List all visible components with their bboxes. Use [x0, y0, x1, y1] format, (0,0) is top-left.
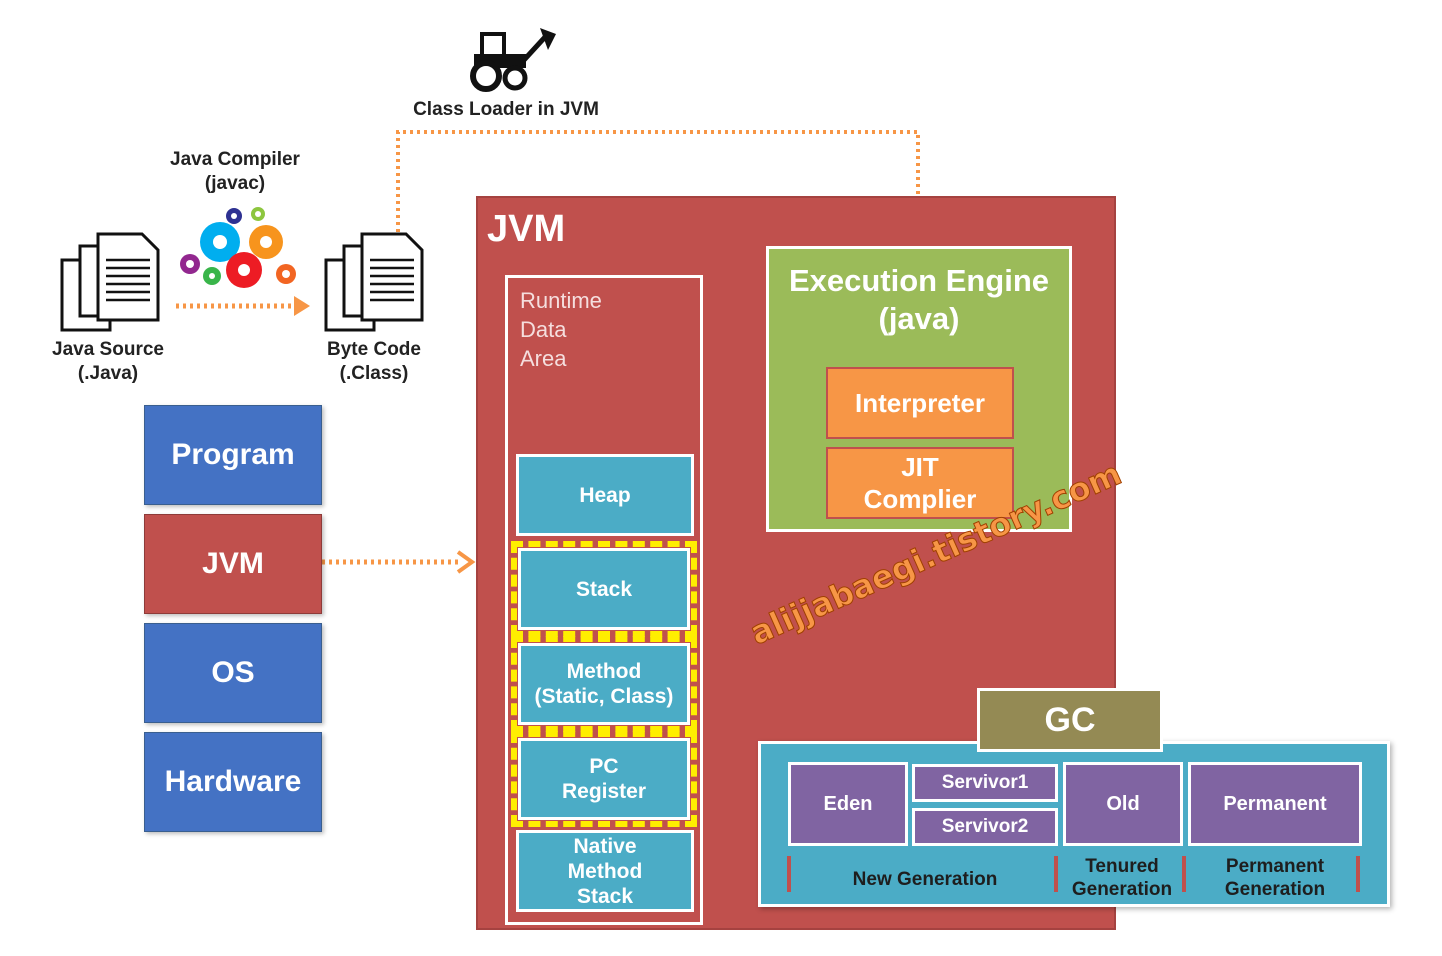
jit-compiler-box: JIT Complier	[826, 447, 1014, 519]
interpreter-box: Interpreter	[826, 367, 1014, 439]
generation-separator	[1054, 856, 1058, 892]
java-compiler-label: Java Compiler (javac)	[170, 149, 300, 194]
gc-title: GC	[977, 688, 1163, 752]
eden-space: Eden	[788, 762, 908, 846]
compile-arrow-head	[294, 296, 310, 316]
execution-engine-title: Execution Engine (java)	[788, 263, 1050, 336]
method-highlight	[511, 636, 697, 732]
java-source-document-icon	[60, 232, 160, 332]
layer-program: Program	[144, 405, 322, 505]
heap-area: Heap	[516, 454, 694, 536]
layer-jvm: JVM	[144, 514, 322, 614]
jvm-title: JVM	[487, 208, 566, 250]
byte-code-label: Byte Code (.Class)	[327, 339, 421, 384]
generation-separator	[787, 856, 791, 892]
survivor1-space: Servivor1	[912, 764, 1058, 802]
old-space: Old	[1063, 762, 1183, 846]
class-loader-label: Class Loader in JVM	[413, 99, 599, 120]
layer-hardware: Hardware	[144, 732, 322, 832]
stack-area: Stack	[518, 548, 690, 630]
permanent-generation-label: Permanent Generation	[1224, 856, 1326, 900]
survivor2-space: Servivor2	[912, 808, 1058, 846]
generation-separator	[1182, 856, 1186, 892]
pc-register-area: PC Register	[518, 738, 690, 820]
generation-separator	[1356, 856, 1360, 892]
byte-code-document-icon	[324, 232, 424, 332]
pc-register-highlight	[511, 731, 697, 827]
tenured-generation-label: Tenured Generation	[1071, 856, 1173, 900]
runtime-data-area-label: Runtime Data Area	[520, 288, 602, 371]
permanent-space: Permanent	[1188, 762, 1362, 846]
layer-to-jvm-arrow-head	[456, 550, 476, 574]
new-generation-label: New Generation	[852, 869, 998, 890]
runtime-data-area	[505, 275, 703, 925]
stack-highlight	[511, 541, 697, 637]
native-method-stack-area: Native Method Stack	[516, 830, 694, 912]
gears-icon	[180, 207, 296, 288]
layer-os: OS	[144, 623, 322, 723]
class-loader-arrow	[396, 130, 920, 236]
tractor-icon	[470, 28, 556, 92]
java-source-label: Java Source (.Java)	[52, 339, 164, 384]
method-area: Method (Static, Class)	[518, 643, 690, 725]
